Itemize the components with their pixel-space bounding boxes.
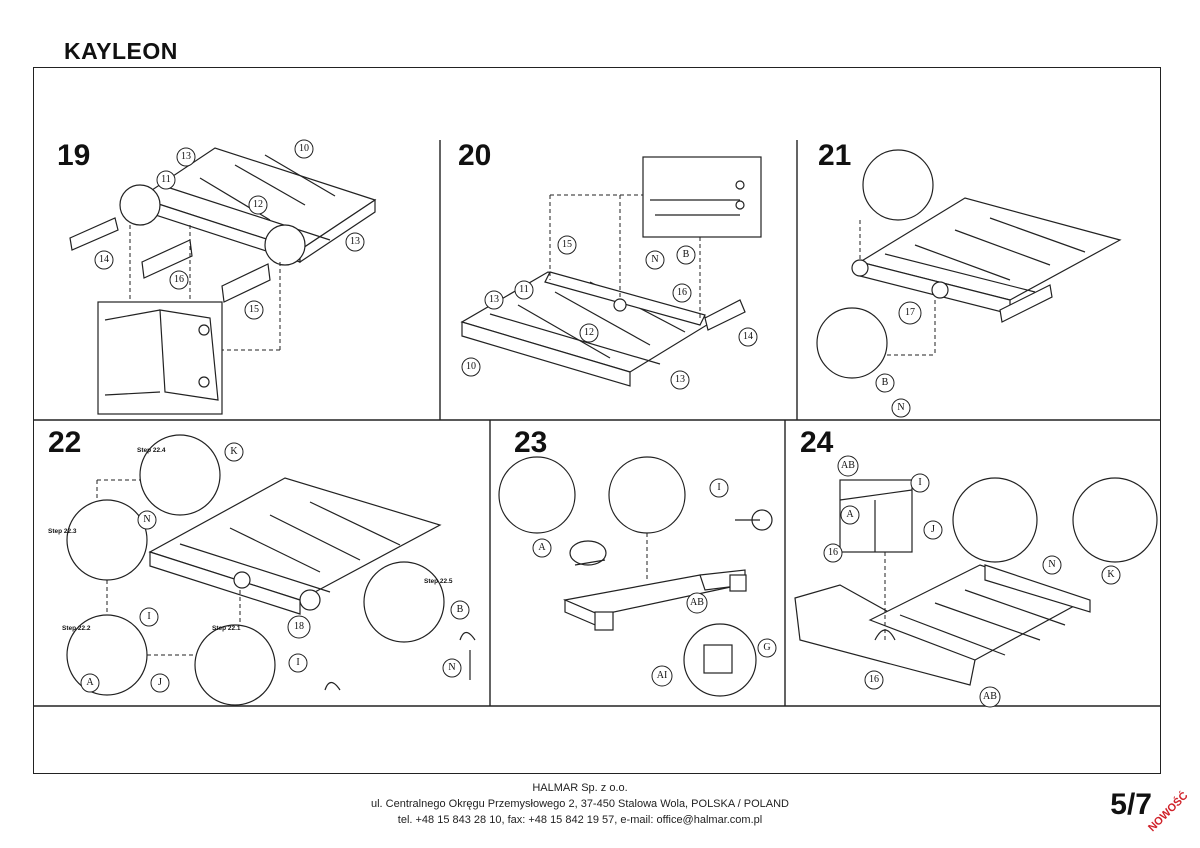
document-title: KAYLEON <box>64 38 178 64</box>
callout-k: K <box>1107 569 1115 580</box>
callout-i: I <box>147 611 151 622</box>
callout-13: 13 <box>350 236 360 247</box>
footer: HALMAR Sp. z o.o. ul. Centralnego Okręgu… <box>0 780 1160 828</box>
callout-b: B <box>682 249 690 260</box>
callout-a: A <box>846 509 854 520</box>
callout-17: 17 <box>905 307 915 318</box>
step-19-diagram <box>69 147 377 415</box>
callout-b: B <box>881 377 889 388</box>
callout-n: N <box>651 254 659 265</box>
callout-13: 13 <box>675 374 685 385</box>
step-number-23: 23 <box>514 426 548 459</box>
callout-14: 14 <box>99 254 109 265</box>
callout-n: N <box>897 402 905 413</box>
callout-i: I <box>918 477 922 488</box>
callout-16: 16 <box>174 274 184 285</box>
callout-a: A <box>538 542 546 553</box>
callout-10: 10 <box>466 361 476 372</box>
callout-13: 13 <box>489 294 499 305</box>
callout-a: A <box>86 677 94 688</box>
step-number-19: 19 <box>57 139 91 172</box>
callout-n: N <box>1048 559 1056 570</box>
callout-j: J <box>931 524 935 535</box>
step-23-diagram <box>498 456 773 697</box>
callout-16: 16 <box>869 674 879 685</box>
callout-ab: AB <box>690 597 704 608</box>
page-number: 5/7 <box>1110 788 1152 821</box>
panel-grid <box>33 140 1161 707</box>
callout-18: 18 <box>294 621 304 632</box>
callout-12: 12 <box>253 199 263 210</box>
sub-step-label: Step 22.1 <box>212 625 241 632</box>
callout-k: K <box>230 446 238 457</box>
callout-ab: AB <box>841 460 855 471</box>
step-24-diagram <box>794 477 1158 686</box>
sub-step-label: Step 22.2 <box>62 625 91 632</box>
callout-ai: AI <box>656 670 668 681</box>
sub-step-label: Step 22.3 <box>48 528 77 535</box>
callout-13: 13 <box>181 151 191 162</box>
callout-n: N <box>448 662 456 673</box>
callout-circles <box>80 139 1121 708</box>
sub-step-label: Step 22.4 <box>137 447 166 454</box>
callout-g: G <box>763 642 771 653</box>
step-21-diagram <box>816 149 1122 379</box>
callout-ab: AB <box>983 691 997 702</box>
callout-i: I <box>296 657 300 668</box>
step-number-22: 22 <box>48 426 82 459</box>
callout-11: 11 <box>161 174 171 185</box>
step-20-diagram <box>460 156 762 387</box>
step-number-20: 20 <box>458 139 492 172</box>
callout-15: 15 <box>562 239 572 250</box>
step-number-24: 24 <box>800 426 834 459</box>
sub-step-label: Step 22.5 <box>424 578 453 585</box>
footer-company: HALMAR Sp. z o.o. <box>532 782 628 794</box>
step-number-21: 21 <box>818 139 852 172</box>
callout-16: 16 <box>677 287 687 298</box>
callout-j: J <box>158 677 162 688</box>
step-22-diagram <box>66 434 476 706</box>
callout-16: 16 <box>828 547 838 558</box>
callout-b: B <box>456 604 464 615</box>
callout-i: I <box>717 482 721 493</box>
callout-n: N <box>143 514 151 525</box>
callout-10: 10 <box>299 143 309 154</box>
footer-contact: tel. +48 15 843 28 10, fax: +48 15 842 1… <box>397 814 763 826</box>
callout-14: 14 <box>743 331 753 342</box>
footer-address: ul. Centralnego Okręgu Przemysłowego 2, … <box>370 798 789 810</box>
callout-11: 11 <box>519 284 529 295</box>
callout-15: 15 <box>249 304 259 315</box>
callout-12: 12 <box>584 327 594 338</box>
